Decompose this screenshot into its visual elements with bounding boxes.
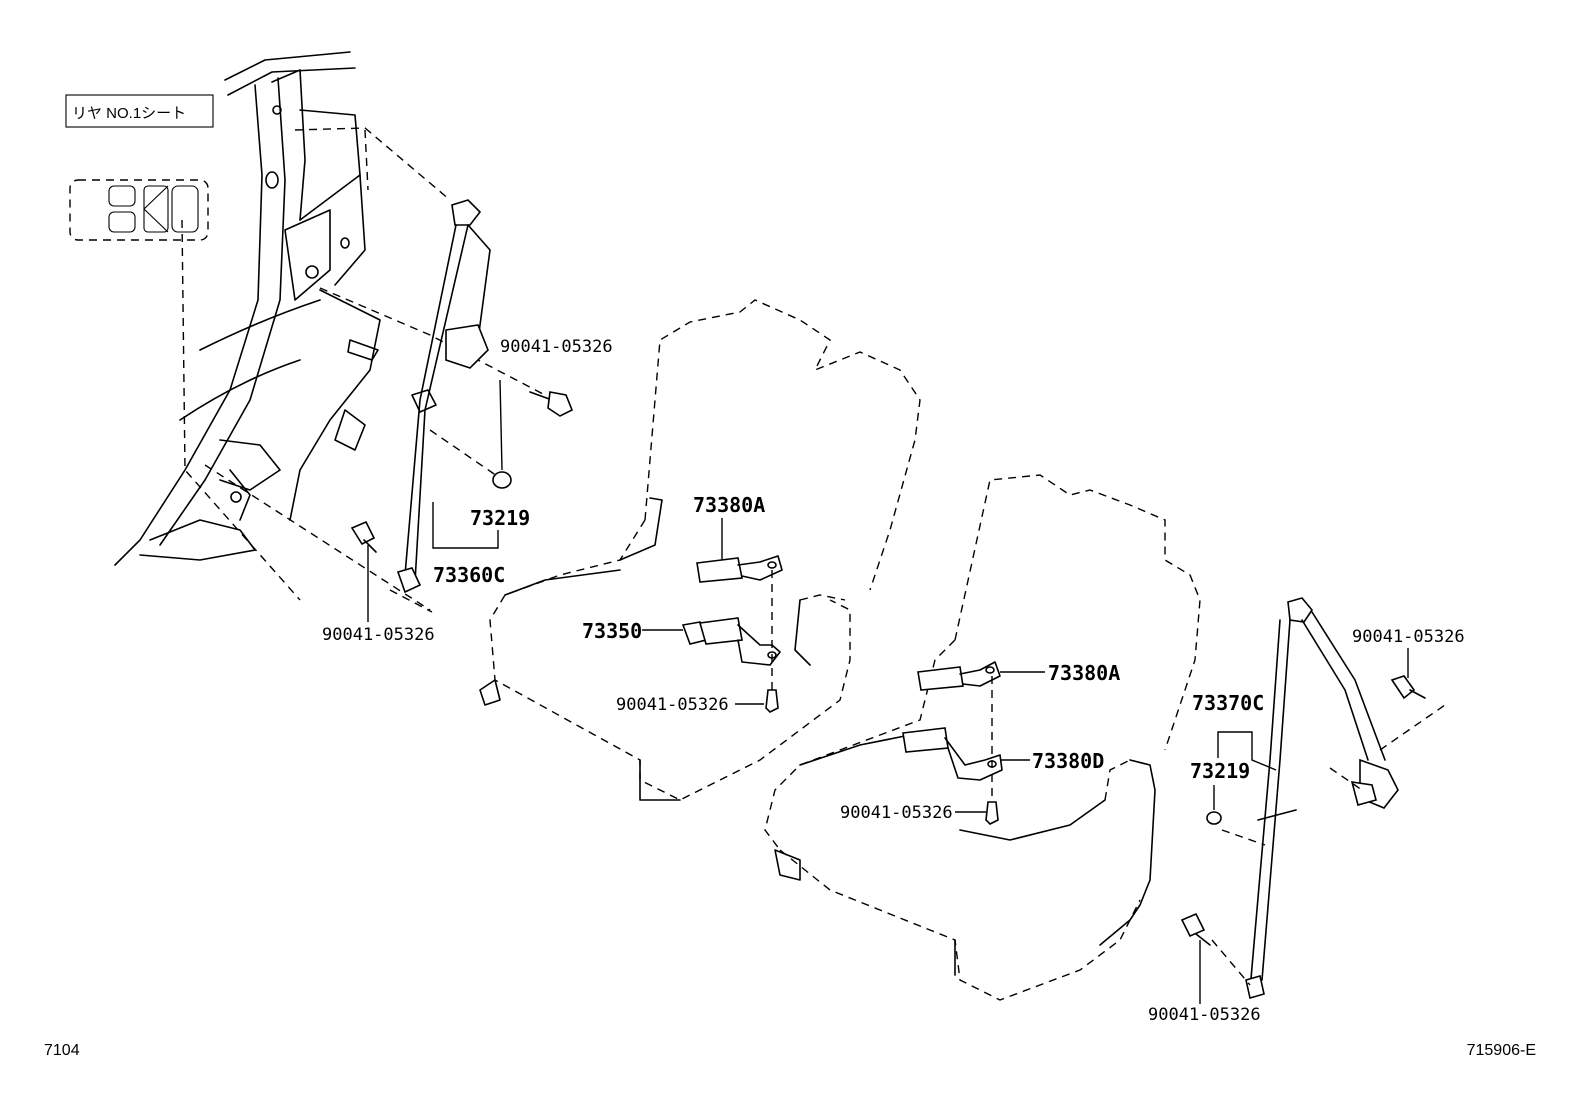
buckle-a-right: [917, 661, 1001, 691]
seat-label: リヤ NO.1シート: [72, 105, 186, 122]
seat-map-outline: [69, 179, 209, 241]
washer-right-icon: [1206, 811, 1222, 825]
label-bolt-right-seat: 90041-05326: [840, 803, 953, 823]
seat-map-cell: [108, 211, 136, 233]
seat-map-cell: [171, 185, 199, 233]
bolt-lower-left: [350, 520, 377, 553]
bolt-upper-left: [529, 391, 574, 417]
label-bolt-lower-right: 90041-05326: [1148, 1005, 1261, 1025]
bolt-right-seat: [985, 801, 999, 825]
footer-right-code: 715906-E: [1467, 1042, 1536, 1059]
bolt-center: [765, 689, 779, 713]
seat-map-cell: [143, 185, 169, 233]
leader-lines: [367, 379, 1409, 1004]
label-belt-right: 73370C: [1192, 691, 1264, 715]
label-belt-left: 73360C: [433, 563, 505, 587]
label-bolt-lower-left: 90041-05326: [322, 625, 435, 645]
seat-map-cell: [108, 185, 136, 207]
seat-belt-assembly-right: [1211, 597, 1446, 1000]
right-rear-seat: [764, 474, 1201, 1001]
label-washer-right: 73219: [1190, 759, 1250, 783]
seat-label-box: [65, 94, 214, 128]
label-buckle-center: 73350: [582, 619, 642, 643]
bolt-upper-right: [1390, 675, 1426, 700]
seat-map-hatch: [143, 185, 169, 233]
buckle-d-right: [902, 727, 1003, 781]
label-washer-left: 73219: [470, 506, 530, 530]
buckle-center: [681, 617, 781, 666]
seat-position-indicator: リヤ NO.1シート: [65, 94, 214, 241]
label-bolt-upper-right: 90041-05326: [1352, 627, 1465, 647]
seat-belt-assembly-left: [294, 127, 546, 613]
bolt-lower-right: [1180, 912, 1211, 946]
label-buckle-a-center: 73380A: [693, 493, 765, 517]
label-buckle-a-right: 73380A: [1048, 661, 1120, 685]
label-bolt-center: 90041-05326: [616, 695, 729, 715]
washer-left-icon: [492, 471, 512, 489]
vehicle-body-panel: [114, 51, 431, 611]
label-buckle-d-right: 73380D: [1032, 749, 1104, 773]
center-rear-seat: [479, 299, 921, 801]
footer-left-code: 7104: [44, 1042, 80, 1059]
buckle-a-center: [696, 555, 783, 583]
label-bolt-upper-left: 90041-05326: [500, 337, 613, 357]
